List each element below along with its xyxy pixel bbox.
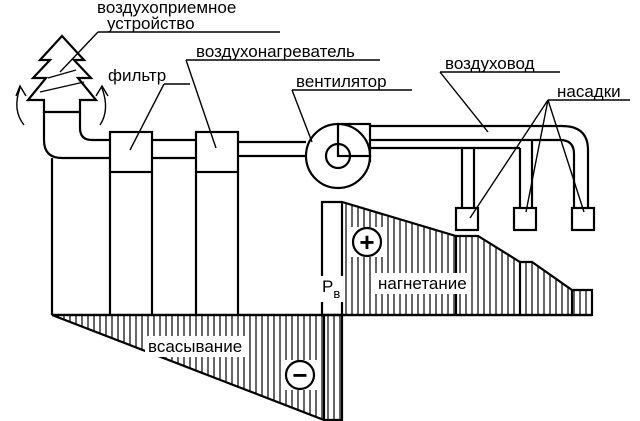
main-duct	[152, 124, 590, 208]
plus-circle	[351, 226, 383, 258]
leader-lines	[59, 31, 630, 219]
filter-box	[108, 130, 154, 174]
intake-elbow	[42, 112, 110, 160]
air-intake-device	[15, 34, 109, 126]
fan-symbol	[304, 122, 372, 190]
minus-circle	[284, 359, 316, 391]
label-backdrop	[350, 227, 384, 257]
label-backdrop	[145, 336, 246, 357]
intake-label-line2: устройство	[107, 14, 195, 33]
nozzle-1	[454, 206, 480, 232]
suction-label: всасывание	[148, 337, 242, 356]
label-backdrop	[319, 276, 344, 302]
minus-sign: −	[292, 360, 307, 390]
nozzle-2	[512, 206, 538, 232]
heater-box	[194, 130, 240, 174]
fan-label: вентилятор	[296, 72, 387, 91]
vertical-posts	[50, 158, 240, 315]
label-backdrop	[375, 273, 470, 294]
discharge-label: нагнетание	[378, 274, 467, 293]
filter-label: фильтр	[108, 66, 166, 85]
nozzles-label: насадки	[557, 82, 621, 101]
heater-label: воздухонагреватель	[196, 42, 355, 61]
pressure-symbol: Pв	[322, 277, 340, 301]
duct-label: воздуховод	[445, 54, 535, 73]
plus-sign: +	[359, 227, 374, 257]
intake-label-line1: воздухоприемное	[97, 0, 236, 17]
label-backdrop	[283, 360, 317, 390]
nozzle-3	[570, 206, 596, 232]
